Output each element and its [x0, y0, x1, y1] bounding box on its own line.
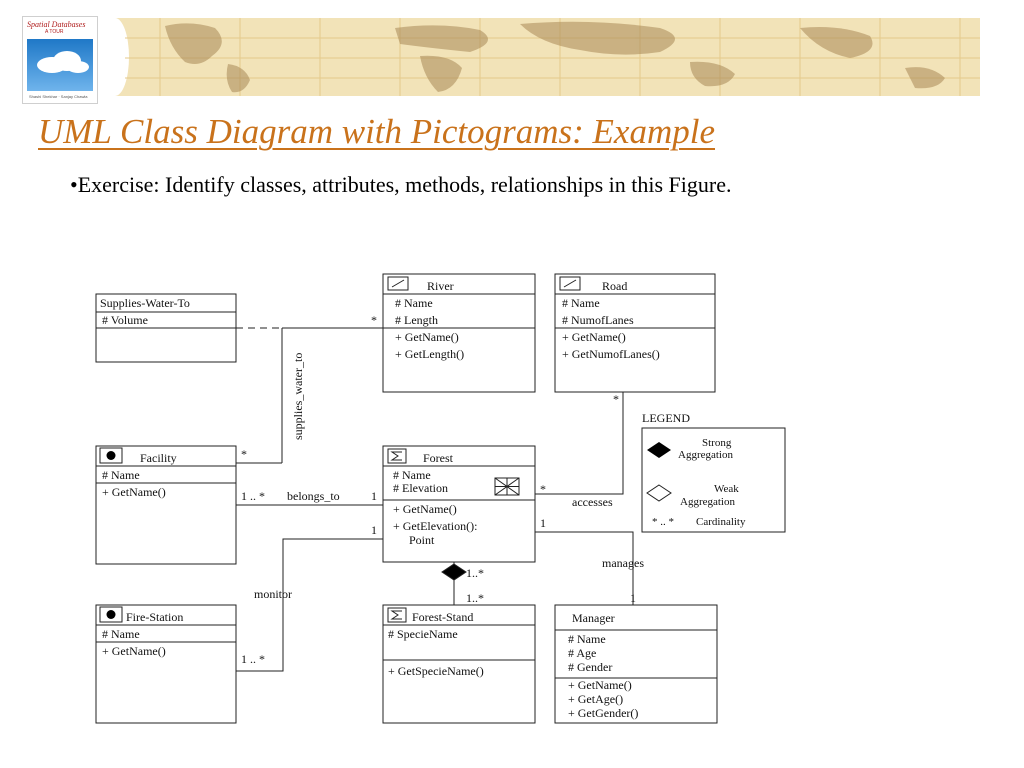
cover-sky	[27, 39, 93, 91]
class-name: River	[427, 279, 454, 293]
supplies-water-to-association	[236, 327, 383, 464]
method: + GetElevation():	[393, 519, 477, 533]
cardinality-facility-belongs: 1 .. *	[241, 489, 265, 503]
point-pictogram-icon	[99, 447, 123, 464]
cardinality-aggregation-top: 1..*	[466, 566, 484, 580]
cardinality-forest-monitor: 1	[371, 523, 377, 537]
cover-subtitle: A TOUR	[45, 29, 64, 35]
attribute: # Length	[395, 313, 438, 327]
legend-strong-line1: Strong	[702, 437, 732, 449]
cardinality-manager-manages: 1	[630, 591, 636, 605]
polygon-pictogram-icon	[387, 607, 407, 623]
cardinality-road-accesses: *	[613, 392, 619, 406]
manages-association	[535, 531, 634, 605]
monitor-label: monitor	[254, 587, 292, 601]
cardinality-forest-accesses: *	[540, 482, 546, 496]
method: + GetSpecieName()	[388, 664, 484, 678]
class-forest-stand: Forest-Stand # SpecieName + GetSpecieNam…	[382, 604, 536, 724]
attribute: # Elevation	[393, 481, 448, 495]
class-fire-station: Fire-Station # Name + GetName()	[95, 604, 237, 724]
cardinality-river-supplies: *	[371, 313, 377, 327]
class-name: Facility	[140, 451, 177, 465]
attribute: # Name	[102, 468, 140, 482]
legend-strong-line2: Aggregation	[678, 449, 733, 461]
belongs-to-label: belongs_to	[287, 489, 340, 503]
legend-cardinality-label: Cardinality	[696, 516, 746, 528]
class-name: Forest	[423, 451, 454, 465]
method: + GetName()	[393, 502, 457, 516]
method: + GetName()	[568, 678, 632, 692]
legend-title: LEGEND	[642, 411, 690, 425]
exercise-bullet: •Exercise: Identify classes, attributes,…	[70, 172, 732, 197]
accesses-association	[535, 392, 624, 495]
cover-title: Spatial Databases	[27, 20, 86, 29]
method: + GetGender()	[568, 706, 638, 720]
forest-stand-aggregation	[441, 562, 467, 605]
attribute: # Volume	[102, 313, 148, 327]
method: Point	[409, 533, 435, 547]
line-pictogram-icon	[387, 276, 409, 291]
cover-authors: Shashi Shekhar · Sanjay Chawla	[29, 94, 88, 99]
method: + GetName()	[562, 330, 626, 344]
class-facility: Facility # Name + GetName()	[95, 445, 237, 565]
attribute: # Name	[568, 632, 606, 646]
class-name: Fire-Station	[126, 610, 183, 624]
class-forest: Forest # Name # Elevation + GetName() + …	[382, 445, 536, 563]
monitor-association	[236, 538, 383, 672]
point-pictogram-icon	[99, 606, 123, 623]
cardinality-firestation-monitor: 1 .. *	[241, 652, 265, 666]
book-cover-image: Spatial Databases A TOUR Shashi Shekhar …	[22, 16, 98, 104]
weak-aggregation-diamond	[646, 484, 672, 502]
class-road: Road # Name # NumofLanes + GetName() + G…	[554, 273, 716, 393]
line-pictogram-icon	[559, 276, 581, 291]
class-name: Forest-Stand	[412, 610, 473, 624]
attribute: # Name	[393, 468, 431, 482]
accesses-label: accesses	[572, 495, 613, 509]
class-river: River # Name # Length + GetName() + GetL…	[382, 273, 536, 393]
cardinality-forest-manages: 1	[540, 516, 546, 530]
class-name: Supplies-Water-To	[100, 296, 190, 310]
method: + GetLength()	[395, 347, 464, 361]
method: + GetName()	[395, 330, 459, 344]
strong-aggregation-diamond	[647, 442, 671, 458]
legend-weak-line1: Weak	[714, 483, 739, 495]
attribute: # Gender	[568, 660, 612, 674]
method: + GetName()	[102, 485, 166, 499]
class-name: Manager	[572, 611, 615, 625]
class-supplies-water-to: Supplies-Water-To # Volume	[95, 293, 237, 363]
class-manager: Manager # Name # Age # Gender + GetName(…	[554, 604, 718, 724]
attribute: # Name	[102, 627, 140, 641]
legend-cardinality-symbol: * .. *	[652, 516, 674, 528]
class-name: Road	[602, 279, 627, 293]
method: + GetAge()	[568, 692, 623, 706]
method: + GetName()	[102, 644, 166, 658]
cardinality-forest-belongs: 1	[371, 489, 377, 503]
method: + GetNumofLanes()	[562, 347, 660, 361]
attribute: # Age	[568, 646, 596, 660]
attribute: # Name	[562, 296, 600, 310]
manages-label: manages	[602, 556, 644, 570]
attribute: # NumofLanes	[562, 313, 634, 327]
world-map-banner	[0, 18, 980, 96]
raster-pictogram-icon	[494, 477, 520, 496]
cardinality-aggregation-bottom: 1..*	[466, 591, 484, 605]
attribute: # Name	[395, 296, 433, 310]
legend: LEGEND Strong Aggregation Weak Aggregati…	[641, 411, 786, 533]
attribute: # SpecieName	[388, 627, 458, 641]
cardinality-facility-supplies: *	[241, 447, 247, 461]
supplies-water-to-label: supplies_water_to	[291, 353, 305, 440]
uml-class-diagram: supplies_water_to belongs_to monitor acc…	[95, 273, 786, 724]
slide-title: UML Class Diagram with Pictograms: Examp…	[38, 112, 715, 151]
legend-weak-line2: Aggregation	[680, 496, 735, 508]
polygon-pictogram-icon	[387, 448, 407, 464]
